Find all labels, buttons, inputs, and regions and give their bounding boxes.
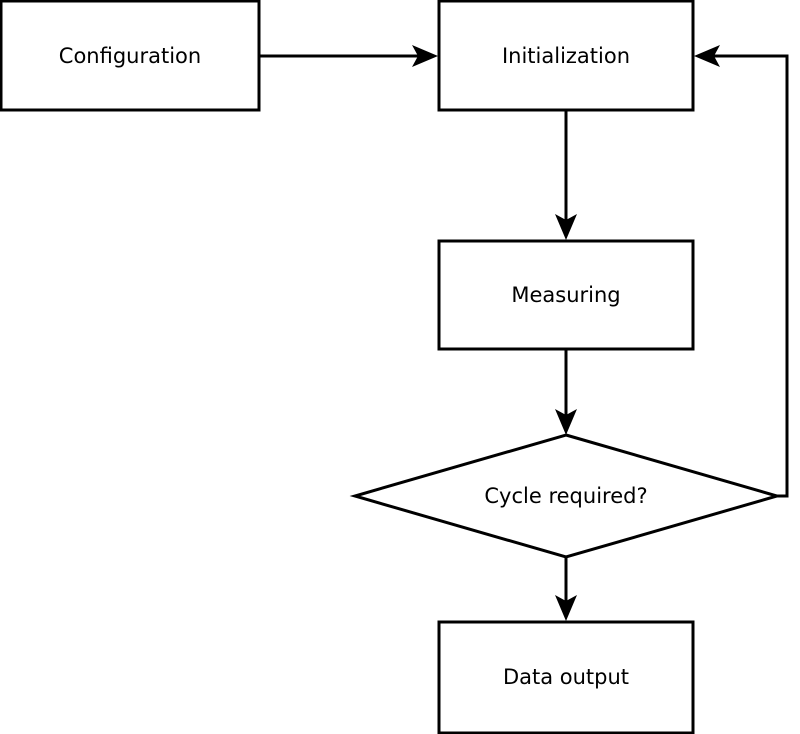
measuring-label: Measuring [511, 283, 620, 307]
arrow-head-into-data-output [555, 595, 577, 621]
arrow-head-into-cycle-required [555, 409, 577, 435]
cycle-required-diamond[interactable] [349, 433, 783, 559]
data-output-box[interactable] [437, 620, 695, 734]
edge-line-feedback-loop [708, 54, 789, 498]
measuring-box[interactable] [437, 239, 695, 351]
node-initialization[interactable]: Initialization [437, 0, 695, 112]
edge-initialization-to-measuring [555, 110, 577, 240]
node-cycle-required[interactable]: Cycle required? [349, 433, 783, 559]
initialization-label: Initialization [502, 44, 630, 68]
configuration-box[interactable] [0, 0, 261, 112]
cycle-required-label: Cycle required? [484, 484, 647, 508]
configuration-label: Configuration [59, 44, 201, 68]
edge-configuration-to-initialization [260, 45, 438, 67]
node-configuration[interactable]: Configuration [0, 0, 261, 112]
edge-cycle-required-to-data-output [555, 557, 577, 621]
arrow-head-into-initialization-right [694, 45, 720, 67]
edge-measuring-to-cycle-required [555, 349, 577, 435]
arrow-head-into-measuring [555, 214, 577, 240]
node-data-output[interactable]: Data output [437, 620, 695, 734]
edge-cycle-required-to-initialization-loop [694, 45, 789, 498]
arrow-head-into-initialization-left [412, 45, 438, 67]
node-measuring[interactable]: Measuring [437, 239, 695, 351]
initialization-box[interactable] [437, 0, 695, 112]
data-output-label: Data output [503, 665, 629, 689]
